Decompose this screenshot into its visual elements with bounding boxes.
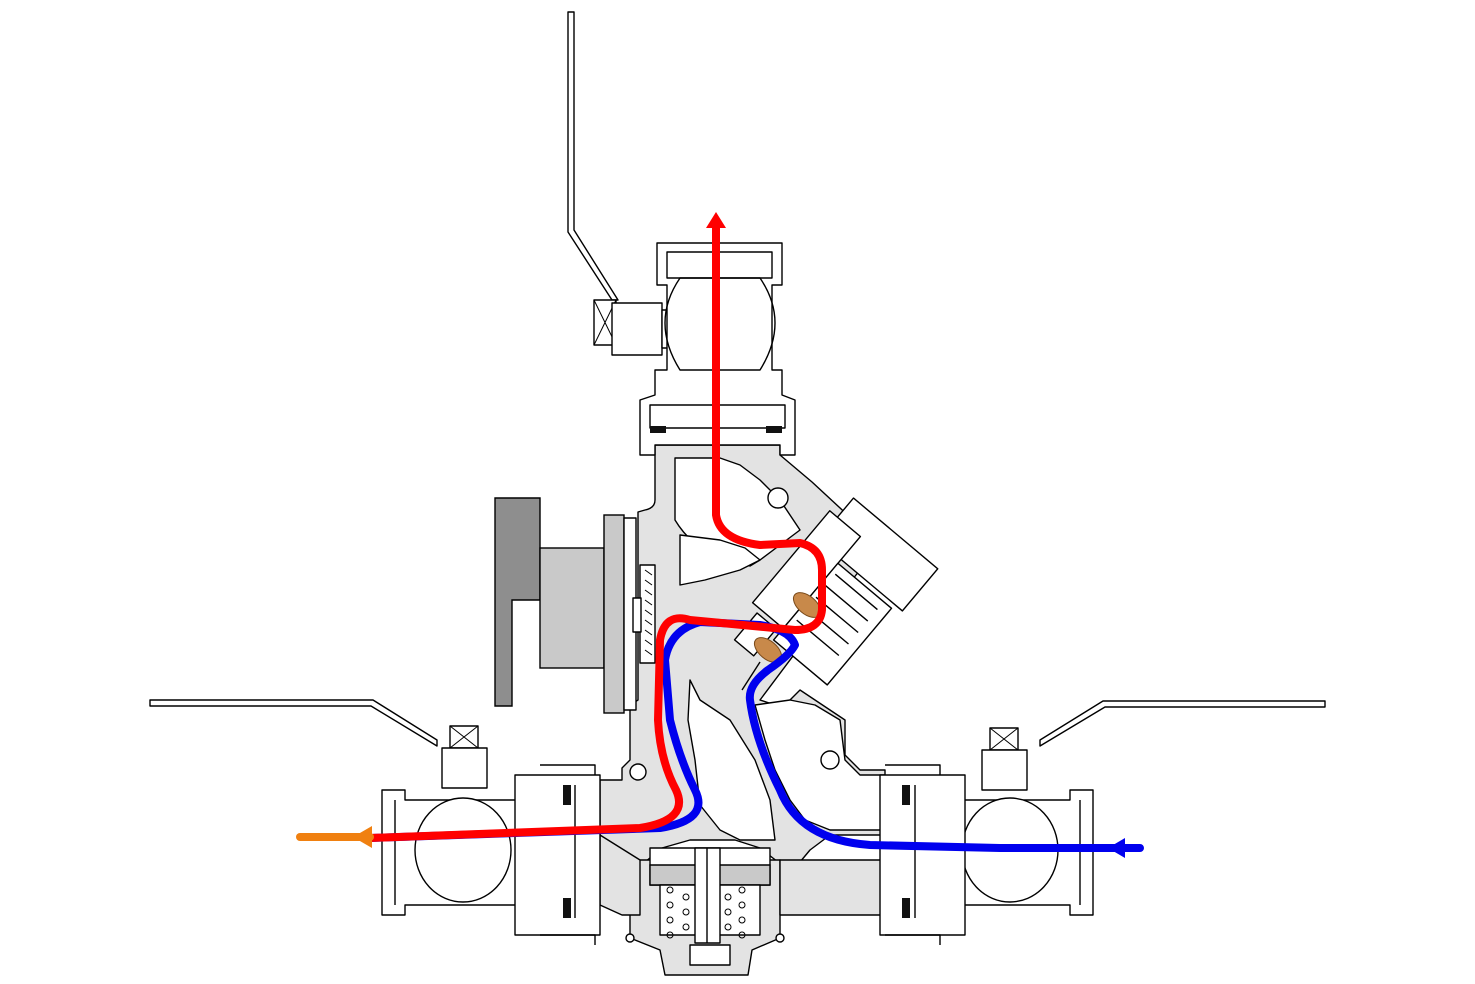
spring-coils xyxy=(666,886,746,939)
thermostatic-mixing-valve xyxy=(733,497,939,686)
hot-flow-line xyxy=(366,221,826,842)
cold-inlet-arrowhead xyxy=(1108,838,1125,858)
top-ball-valve xyxy=(567,11,796,456)
left-ball-valve xyxy=(149,699,601,945)
spring-check-valve xyxy=(649,847,771,966)
circulation-pump xyxy=(494,497,656,714)
hot-outlet-arrowhead xyxy=(706,212,726,228)
flow-paths xyxy=(296,212,1144,858)
mixed-outlet-arrowhead xyxy=(353,826,372,848)
cold-flow-line xyxy=(366,618,1144,852)
right-ball-valve xyxy=(879,700,1326,945)
